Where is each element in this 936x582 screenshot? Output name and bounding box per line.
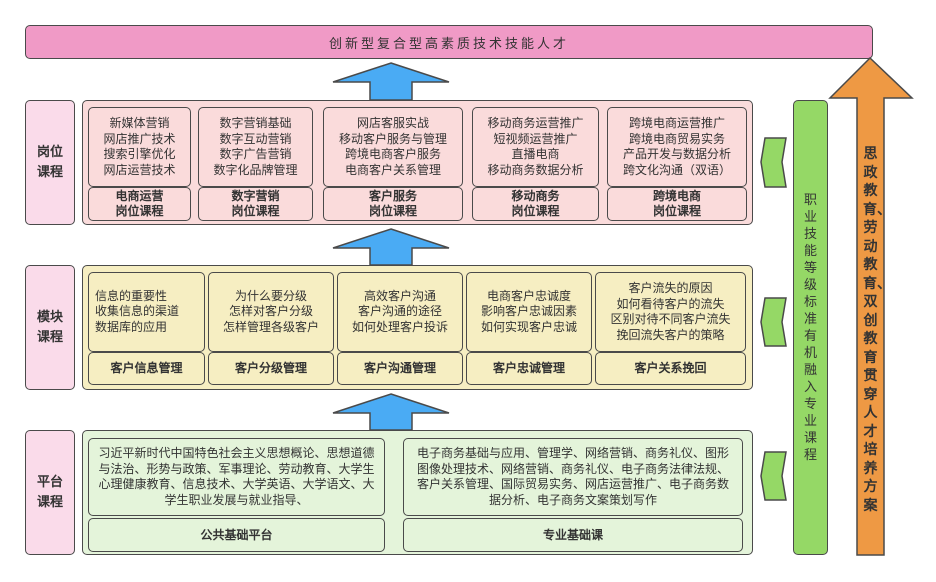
module-content: 电商客户忠诚度 影响客户忠诚因素 如何实现客户忠诚: [466, 272, 592, 352]
post-courses-container: 新媒体营销 网店推广技术 搜索引擎优化 网店运营技术 电商运营 岗位课程 数字营…: [82, 100, 753, 225]
course-name: 跨境电商 岗位课程: [607, 187, 747, 221]
skill-standard-text: 职业技能等级标准有机融入专业课程: [803, 192, 817, 463]
platform-courses-container: 习近平新时代中国特色社会主义思想概论、思想道德与法治、形势与政策、军事理论、劳动…: [82, 430, 753, 555]
row-label-post: 岗位课程: [25, 100, 75, 225]
up-arrow-icon: [332, 393, 450, 431]
skill-standard-bar: 职业技能等级标准有机融入专业课程: [793, 100, 828, 555]
orange-up-arrow-icon: [828, 56, 914, 556]
course-content: 跨境电商运营推广 跨境电商贸易实务 产品开发与数据分析 跨文化沟通（双语）: [607, 107, 747, 187]
chevron-left-icon: [760, 137, 787, 188]
up-arrow-icon: [332, 228, 450, 266]
row-label-module: 模块课程: [25, 265, 75, 390]
platform-name: 公共基础平台: [88, 518, 385, 552]
module-name: 客户分级管理: [208, 352, 334, 385]
module-name: 客户关系挽回: [595, 352, 746, 385]
module-name: 客户忠诚管理: [466, 352, 592, 385]
row-label-text: 岗位课程: [36, 144, 63, 180]
row-label-text: 模块课程: [36, 309, 63, 345]
chevron-left-icon: [760, 297, 787, 347]
course-content: 移动商务运营推广 短视频运营推广 直播电商 移动商务数据分析: [472, 107, 599, 187]
course-name: 电商运营 岗位课程: [88, 187, 191, 221]
course-name: 客户服务 岗位课程: [323, 187, 463, 221]
course-content: 数字营销基础 数字互动营销 数字广告营销 数字化品牌管理: [198, 107, 313, 187]
goal-title: 创新型复合型高素质技术技能人才: [328, 36, 569, 52]
module-content: 信息的重要性 收集信息的渠道 数据库的应用: [88, 272, 205, 352]
module-name: 客户沟通管理: [337, 352, 463, 385]
module-content: 高效客户沟通 客户沟通的途径 如何处理客户投诉: [337, 272, 463, 352]
platform-name: 专业基础课: [403, 518, 743, 552]
module-content: 为什么要分级 怎样对客户分级 怎样管理各级客户: [208, 272, 334, 352]
platform-content: 电子商务基础与应用、管理学、网络营销、商务礼仪、图形图像处理技术、网络营销、商务…: [403, 438, 743, 516]
row-label-text: 平台课程: [36, 474, 63, 510]
goal-banner: 创新型复合型高素质技术技能人才: [25, 25, 873, 59]
up-arrow-icon: [332, 62, 450, 101]
course-content: 新媒体营销 网店推广技术 搜索引擎优化 网店运营技术: [88, 107, 191, 187]
course-name: 移动商务 岗位课程: [472, 187, 599, 221]
module-name: 客户信息管理: [88, 352, 205, 385]
module-content: 客户流失的原因 如何看待客户的流失 区别对待不同客户流失 挽回流失客户的策略: [595, 272, 746, 352]
chevron-left-icon: [760, 451, 787, 501]
module-courses-container: 信息的重要性 收集信息的渠道 数据库的应用 客户信息管理 为什么要分级 怎样对客…: [82, 265, 753, 390]
row-label-platform: 平台课程: [25, 430, 75, 555]
platform-content: 习近平新时代中国特色社会主义思想概论、思想道德与法治、形势与政策、军事理论、劳动…: [88, 438, 385, 516]
course-content: 网店客服实战 移动客户服务与管理 跨境电商客户服务 电商客户关系管理: [323, 107, 463, 187]
ideology-arrow-label: 思政教育、劳动教育、双创教育贯穿人才培养方案: [857, 120, 891, 540]
course-name: 数字营销 岗位课程: [198, 187, 313, 221]
ideology-text: 思政教育、劳动教育、双创教育贯穿人才培养方案: [863, 146, 891, 514]
